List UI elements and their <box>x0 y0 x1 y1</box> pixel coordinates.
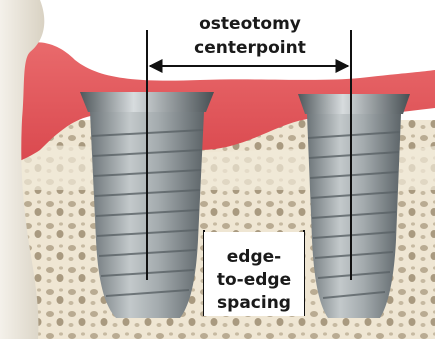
centerpoint-label-line1: osteotomy <box>150 12 350 36</box>
spacing-label-line1: edge- <box>204 246 304 269</box>
spacing-label-line3: spacing <box>204 292 304 315</box>
osteotomy-centerpoint-label: osteotomy centerpoint <box>150 12 350 60</box>
centerpoint-label-line2: centerpoint <box>150 36 350 60</box>
spacing-label-line2: to-edge <box>204 269 304 292</box>
edge-to-edge-spacing-label: edge- to-edge spacing <box>204 232 304 316</box>
